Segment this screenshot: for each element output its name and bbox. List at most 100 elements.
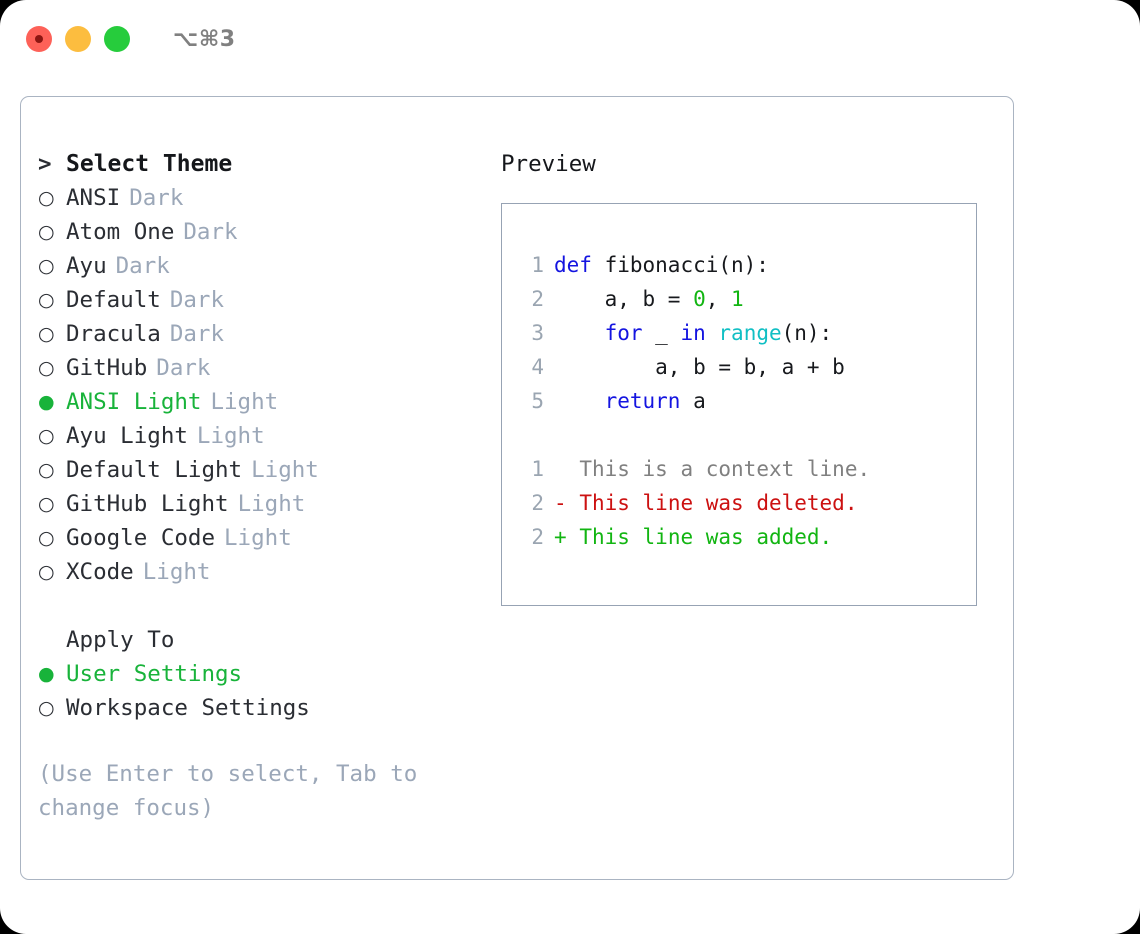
diff-sign <box>554 457 567 481</box>
code-line-number: 2 <box>531 287 544 311</box>
code-diff-separator <box>522 418 976 452</box>
diff-sign: - <box>554 491 567 515</box>
code-line: 3 for _ in range(n): <box>522 316 976 350</box>
theme-variant-tag: Light <box>237 491 306 517</box>
theme-name: ANSI <box>66 185 121 211</box>
theme-name: Dracula <box>66 321 161 347</box>
theme-name: Atom One <box>66 219 175 245</box>
diff-line-number: 2 <box>531 525 544 549</box>
select-theme-header: > Select Theme <box>38 147 488 181</box>
radio-unselected-icon[interactable]: ○ <box>38 493 55 515</box>
minimize-window-icon[interactable] <box>65 26 91 52</box>
diff-text: This is a context line. <box>579 457 871 481</box>
theme-variant-tag: Dark <box>129 185 184 211</box>
code-token: for <box>604 321 643 345</box>
apply-to-option[interactable]: ●User Settings <box>38 657 488 691</box>
radio-unselected-icon[interactable]: ○ <box>38 697 55 719</box>
radio-unselected-icon[interactable]: ○ <box>38 357 55 379</box>
code-token <box>554 321 605 345</box>
radio-unselected-icon[interactable]: ○ <box>38 289 55 311</box>
code-token: return <box>604 389 681 413</box>
diff-sample: 1 This is a context line.2- This line wa… <box>522 452 976 554</box>
theme-name: GitHub <box>66 355 148 381</box>
radio-selected-icon[interactable]: ● <box>38 663 55 685</box>
theme-list-item[interactable]: ○ Google Code Light <box>38 521 488 555</box>
code-line-number: 3 <box>531 321 544 345</box>
code-token: a <box>680 389 706 413</box>
code-line-number: 1 <box>531 253 544 277</box>
keyboard-hint-text: (Use Enter to select, Tab to change focu… <box>38 761 418 821</box>
theme-variant-tag: Light <box>210 389 279 415</box>
code-token: (n): <box>781 321 833 345</box>
radio-unselected-icon[interactable]: ○ <box>38 527 55 549</box>
apply-to-header: Apply To <box>66 627 175 653</box>
diff-gap <box>567 491 580 515</box>
code-token <box>554 389 605 413</box>
theme-name: Google Code <box>66 525 216 551</box>
code-token: , <box>705 287 732 311</box>
list-spacer <box>38 589 488 623</box>
code-token: a, b = <box>554 287 694 311</box>
apply-to-option[interactable]: ○Workspace Settings <box>38 691 488 725</box>
close-window-icon[interactable] <box>26 26 52 52</box>
theme-name: GitHub Light <box>66 491 229 517</box>
maximize-window-icon[interactable] <box>104 26 130 52</box>
theme-list-item[interactable]: ○ ANSI Dark <box>38 181 488 215</box>
theme-name: Ayu Light <box>66 423 188 449</box>
code-token: 1 <box>731 287 744 311</box>
radio-unselected-icon[interactable]: ○ <box>38 323 55 345</box>
code-token: 0 <box>693 287 706 311</box>
code-token: in <box>680 321 706 345</box>
radio-unselected-icon[interactable]: ○ <box>38 425 55 447</box>
radio-unselected-icon[interactable]: ○ <box>38 255 55 277</box>
theme-variant-tag: Light <box>142 559 211 585</box>
theme-list-item[interactable]: ○ Atom One Dark <box>38 215 488 249</box>
radio-unselected-icon[interactable]: ○ <box>38 221 55 243</box>
theme-variant-tag: Dark <box>169 321 225 347</box>
radio-unselected-icon[interactable]: ○ <box>38 187 55 209</box>
code-line-number: 5 <box>531 389 544 413</box>
code-token <box>706 321 719 345</box>
apply-to-list: ●User Settings○Workspace Settings <box>38 657 488 725</box>
code-line: 2 a, b = 0, 1 <box>522 282 976 316</box>
code-token: fibonacci(n): <box>591 253 769 277</box>
diff-text: This line was deleted. <box>579 491 858 515</box>
theme-variant-tag: Dark <box>183 219 238 245</box>
diff-gap <box>567 525 580 549</box>
theme-list-item[interactable]: ○ Ayu Light Light <box>38 419 488 453</box>
window-titlebar: ⌥⌘3 <box>0 0 1140 78</box>
diff-gap <box>567 457 580 481</box>
theme-variant-tag: Light <box>196 423 265 449</box>
radio-unselected-icon[interactable]: ○ <box>38 459 55 481</box>
radio-selected-icon[interactable]: ● <box>38 391 55 413</box>
theme-variant-tag: Light <box>224 525 292 551</box>
theme-name: Ayu <box>66 253 107 279</box>
diff-sign: + <box>554 525 567 549</box>
traffic-light-controls <box>26 26 130 52</box>
theme-list-item[interactable]: ○ Dracula Dark <box>38 317 488 351</box>
code-token: _ <box>642 321 681 345</box>
radio-unselected-icon[interactable]: ○ <box>38 561 55 583</box>
select-theme-title: Select Theme <box>66 151 233 177</box>
code-line: 5 return a <box>522 384 976 418</box>
diff-line: 2+ This line was added. <box>522 520 976 554</box>
theme-variant-tag: Dark <box>169 287 225 313</box>
theme-list-item[interactable]: ○ GitHub Light Light <box>38 487 488 521</box>
diff-line-number: 2 <box>531 491 544 515</box>
theme-name: Default Light <box>66 457 243 483</box>
code-line: 4 a, b = b, a + b <box>522 350 976 384</box>
preview-label: Preview <box>501 151 596 177</box>
keyboard-shortcut-label: ⌥⌘3 <box>173 26 236 52</box>
